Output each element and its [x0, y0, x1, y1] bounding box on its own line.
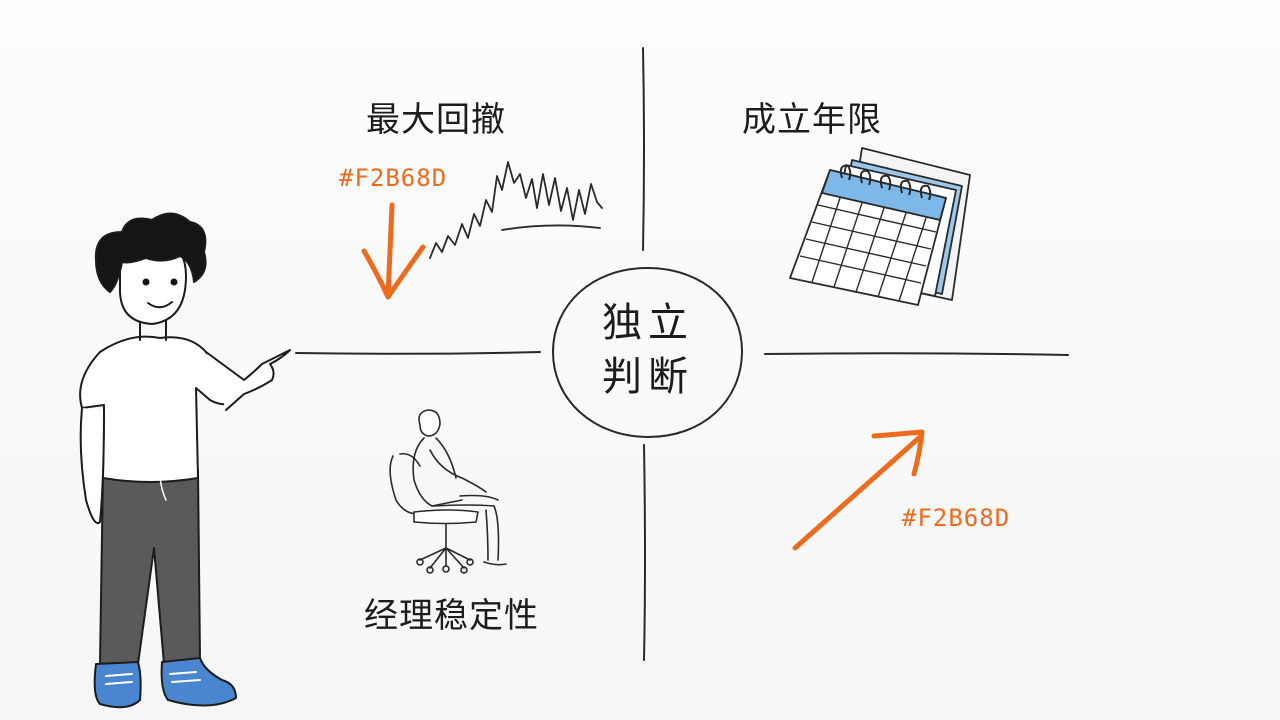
divider-vertical-bottom [643, 444, 646, 661]
center-label: 独立 判断 [548, 296, 748, 404]
color-code-top-left: #F2B68D [339, 164, 448, 192]
presenter-pants [99, 469, 201, 665]
presenter-figure [79, 212, 291, 709]
presenter-left-arm [79, 407, 105, 524]
divider-horizontal-right [764, 352, 1069, 356]
up-arrow-icon [792, 429, 925, 551]
presenter-shirt [79, 335, 239, 483]
presenter-left-shoe [93, 661, 142, 709]
quadrant-dividers [295, 47, 1069, 661]
label-max-drawdown: 最大回撤 [366, 100, 506, 140]
center-label-line1: 独立 [602, 300, 694, 346]
calendar-rings [839, 164, 932, 201]
label-manager-stability: 经理稳定性 [364, 596, 539, 636]
calendar-icon [789, 147, 971, 306]
down-arrow-icon [361, 202, 426, 300]
center-circle [551, 266, 744, 439]
calendar-header-band [821, 169, 947, 221]
label-fund-age: 成立年限 [742, 100, 882, 140]
center-label-line2: 判断 [602, 354, 694, 400]
presenter-right-shoe [160, 657, 237, 707]
color-code-bottom-right: #F2B68D [902, 504, 1011, 532]
divider-vertical-top [642, 47, 645, 251]
divider-horizontal-left [295, 351, 541, 355]
calendar-grid [799, 197, 937, 302]
drawdown-chart-icon [429, 161, 603, 259]
presenter-hair [94, 212, 207, 293]
presenter-pointing-arm [205, 349, 291, 411]
seated-person-icon [389, 409, 507, 574]
